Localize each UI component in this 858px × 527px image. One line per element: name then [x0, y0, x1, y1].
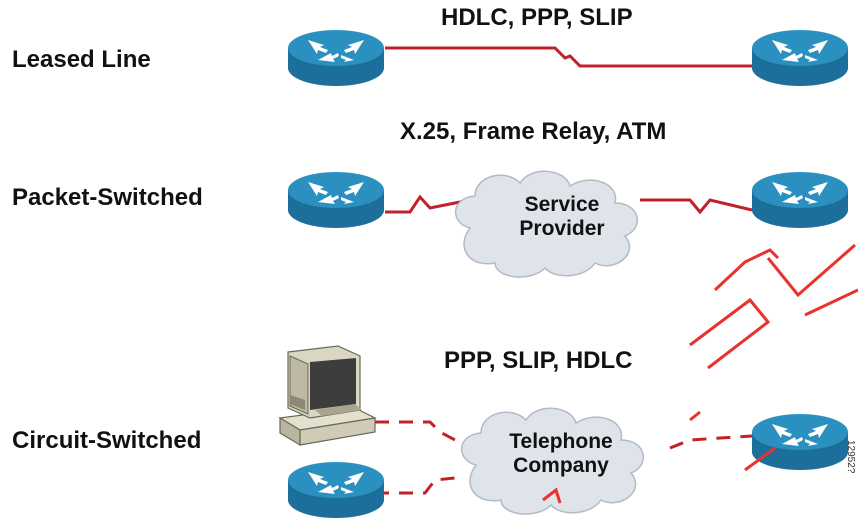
- cloud-label-service-provider: Service Provider: [487, 193, 637, 241]
- router-icon: [752, 172, 848, 228]
- circuit-protocols: PPP, SLIP, HDLC: [444, 347, 633, 374]
- circuit-link-pc: [375, 420, 456, 442]
- circuit-switched-row: [278, 345, 848, 518]
- cloud-label-line: Company: [513, 454, 609, 477]
- packet-switched-row: [288, 170, 848, 278]
- row-label-packet-switched: Packet-Switched: [12, 184, 203, 211]
- router-icon: [288, 462, 384, 518]
- packet-link-left: [385, 194, 471, 214]
- pc-icon: [278, 345, 377, 447]
- leased-protocols: HDLC, PPP, SLIP: [441, 4, 633, 31]
- watermark-strokes: [542, 243, 858, 504]
- cloud-label-line: Telephone: [509, 430, 613, 453]
- circuit-link-router: [375, 476, 456, 495]
- row-label-circuit-switched: Circuit-Switched: [12, 427, 202, 454]
- cloud-label-telephone-company: Telephone Company: [486, 430, 636, 478]
- cloud-label-line: Provider: [519, 217, 605, 240]
- row-label-leased-line: Leased Line: [12, 46, 151, 73]
- router-icon: [752, 414, 848, 470]
- leased-link: [385, 46, 752, 68]
- router-icon: [752, 30, 848, 86]
- packet-protocols: X.25, Frame Relay, ATM: [400, 118, 667, 145]
- circuit-link-right: [669, 434, 753, 450]
- cloud-label-line: Service: [524, 193, 600, 216]
- packet-link-right: [640, 198, 753, 215]
- router-icon: [288, 30, 384, 86]
- router-icon: [288, 172, 384, 228]
- figure-id: 12952?: [845, 440, 856, 474]
- leased-line-row: [288, 30, 848, 86]
